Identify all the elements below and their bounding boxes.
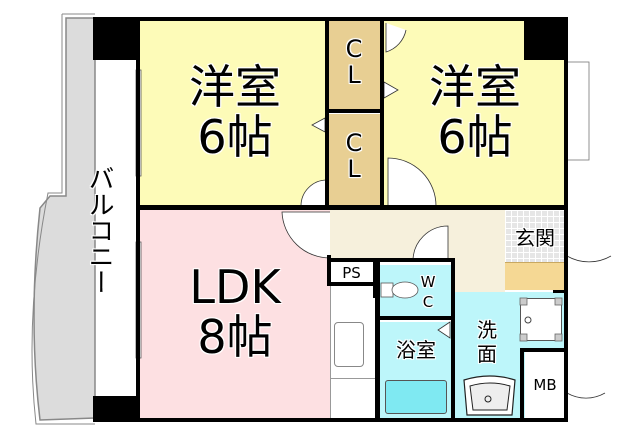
entrance-label: 玄関: [515, 226, 555, 250]
wall-closet-left: [325, 17, 329, 210]
ldk-label: LDK 8帖: [160, 262, 310, 362]
room-name: 洋室: [429, 60, 521, 114]
wall-closet-mid: [325, 109, 384, 113]
closet-line2: L: [347, 155, 361, 183]
western-room-left-label: 洋室 6帖: [160, 62, 310, 162]
closet-line1: C: [345, 129, 363, 157]
wall-closet-right: [380, 17, 384, 210]
wall-bath-left: [375, 258, 380, 422]
washroom-label: 洗 面: [472, 318, 502, 366]
washroom-line2: 面: [477, 342, 497, 366]
wall-top: [93, 17, 568, 21]
meter-box-label: MB: [533, 376, 557, 394]
toilet-line1: W: [420, 273, 436, 291]
meter-box: [525, 352, 565, 420]
pipe-space-label: PS: [342, 264, 361, 282]
western-room-left: [138, 20, 328, 206]
wall-right: [564, 17, 568, 422]
room-size: 8帖: [197, 310, 273, 364]
column-top-left: [93, 17, 138, 60]
bathtub: [385, 380, 447, 414]
closet-lower-label: C L: [329, 130, 379, 182]
toilet-line2: C: [422, 293, 434, 311]
shoe-cabinet: [505, 262, 565, 290]
wall-wc-right: [451, 258, 455, 422]
room-name: LDK: [189, 260, 281, 314]
closet-lower: [328, 114, 380, 206]
room-size: 6帖: [197, 110, 273, 164]
wall-wc-bottom: [375, 316, 455, 320]
wall-mb-top: [520, 348, 568, 352]
closet-line2: L: [347, 61, 361, 89]
wall-ldk-right: [327, 255, 331, 285]
room-name: 洋室: [189, 60, 281, 114]
wall-left: [136, 17, 140, 422]
kitchen-divider: [330, 378, 375, 379]
toilet-label: W C: [416, 272, 440, 312]
wall-bottom: [93, 418, 568, 422]
bathroom-label: 浴室: [396, 338, 436, 362]
entrance-area: [505, 210, 565, 262]
column-bottom-left: [93, 396, 138, 422]
western-room-right-label: 洋室 6帖: [400, 62, 550, 162]
room-size: 6帖: [437, 110, 513, 164]
column-top-right: [524, 17, 568, 60]
balcony-label: バルコニー: [84, 165, 114, 295]
wall-entry-step: [553, 290, 568, 293]
hallway-lower: [455, 262, 505, 292]
washroom-line1: 洗: [477, 318, 497, 342]
wall-ps-top: [327, 258, 455, 262]
pipe-space: [330, 262, 373, 284]
kitchen-sink: [334, 322, 364, 367]
closet-upper-label: C L: [329, 36, 379, 88]
wall-mb-left: [520, 348, 524, 422]
closet-upper: [328, 20, 380, 110]
closet-line1: C: [345, 35, 363, 63]
wall-ps-bottom: [327, 282, 377, 286]
wall-room-divider: [138, 205, 568, 210]
